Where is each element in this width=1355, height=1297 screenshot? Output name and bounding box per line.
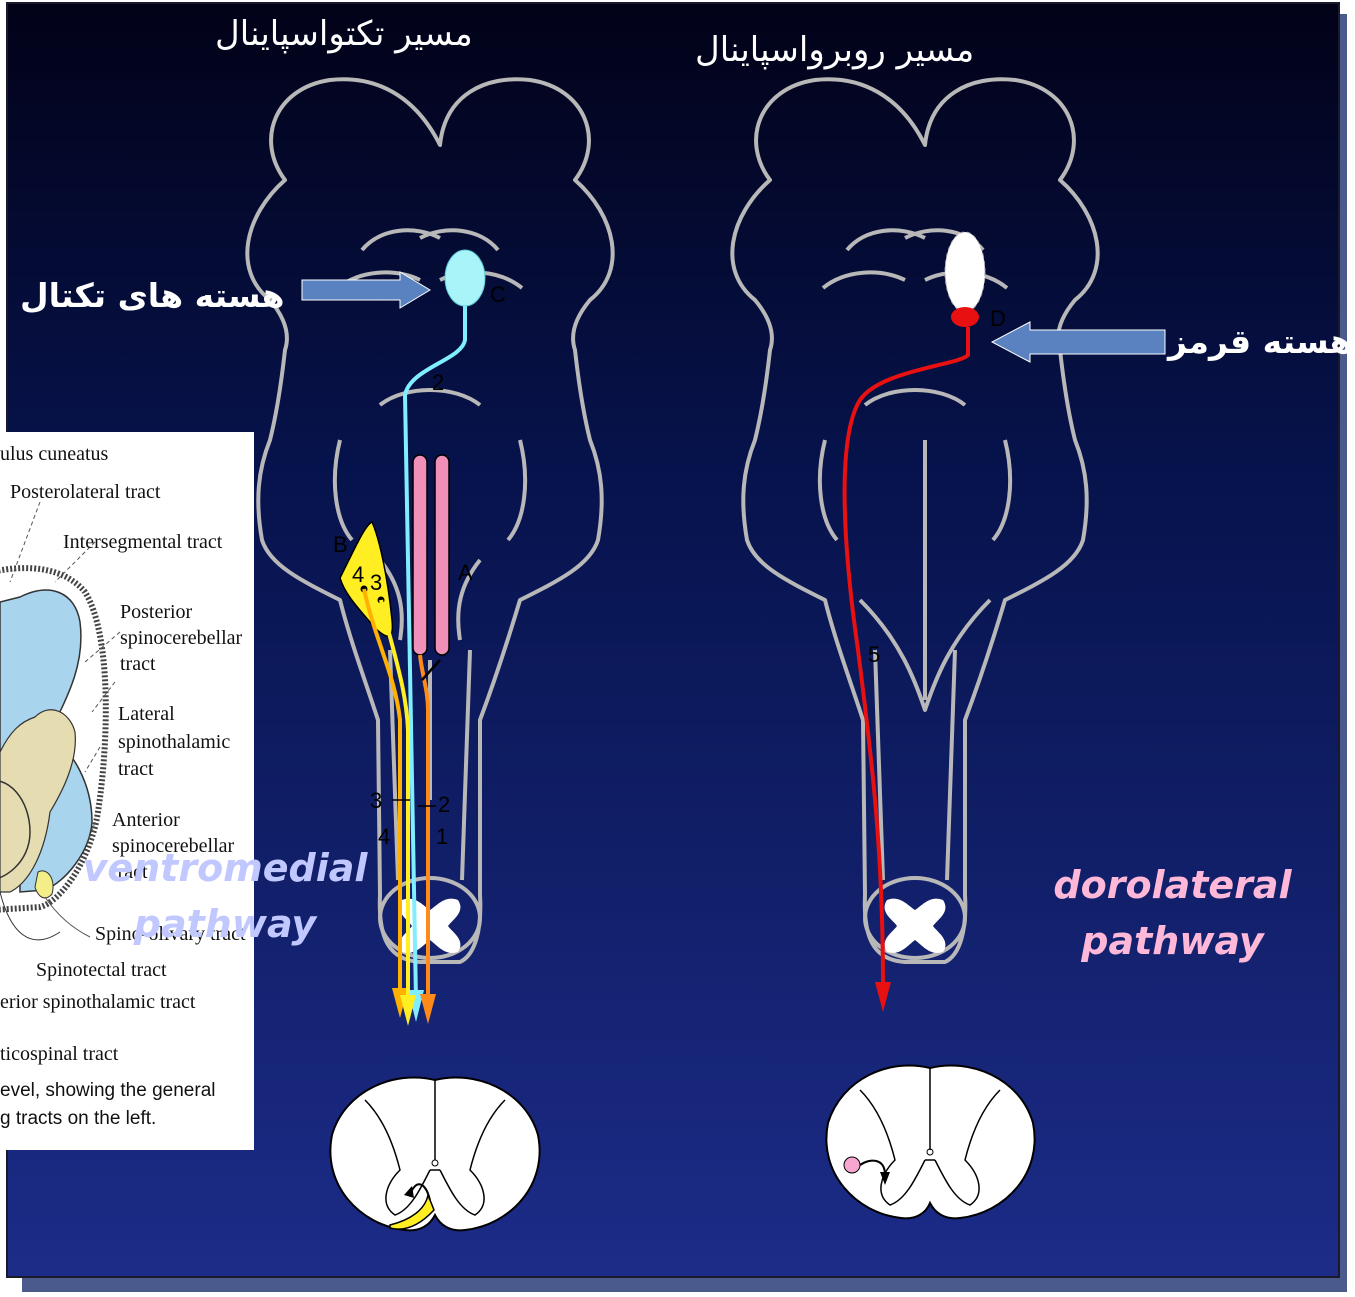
red-nucleus-pointer-arrow [992, 322, 1165, 362]
marker-c: C [490, 282, 506, 308]
inset-label-corticospinal: ticospinal tract [0, 1042, 118, 1066]
inset-label-intersegmental: Intersegmental tract [63, 530, 222, 554]
ventromedial-line2: pathway [80, 896, 370, 952]
inset-label-spinothalamic: spinothalamic [118, 730, 230, 754]
red-nucleus [951, 307, 979, 327]
marker-4-nucleus: 4 [352, 562, 364, 588]
marker-d: D [990, 306, 1006, 332]
label-red-nucleus: هسته قرمز [1168, 322, 1353, 361]
inset-label-tract-post: tract [120, 652, 156, 676]
inset-caption-line2: g tracts on the left. [0, 1108, 156, 1130]
marker-2-top: 2 [432, 370, 444, 396]
right-spinal-cross-section [826, 1065, 1034, 1218]
right-spinal-grey-matter [885, 899, 946, 953]
dorolateral-line2: pathway [1040, 913, 1305, 969]
label-tectal-nuclei: هسته های تکتال [20, 276, 285, 315]
marker-1: 1 [436, 824, 448, 850]
pink-tract-left [413, 455, 427, 655]
marker-a: A [458, 560, 473, 586]
dorolateral-line1: dorolateral [1040, 857, 1305, 913]
title-tectospinal: مسیر تکتواسپاینال [215, 14, 473, 54]
marker-2-lower: 2 [438, 792, 450, 818]
right-brainstem-outline [732, 79, 1097, 962]
marker-3-lower: 3 [370, 788, 382, 814]
inset-label-spinotectal: Spinotectal tract [36, 958, 167, 982]
inset-label-lateral: Lateral [118, 702, 175, 726]
inset-label-posterior: Posterior [120, 600, 192, 624]
left-spinal-cross-section [330, 1077, 539, 1230]
inset-label-tract-lat: tract [118, 757, 154, 781]
inset-figure: ulus cuneatus Posterolateral tract Inter… [0, 432, 254, 1150]
dorolateral-pathway-label: dorolateral pathway [1040, 857, 1305, 969]
tectospinal-tract [405, 306, 465, 1000]
tectal-nucleus [445, 250, 485, 306]
inset-caption-line1: evel, showing the general [0, 1080, 215, 1102]
inset-label-anterior-spinothalamic: erior spinothalamic tract [0, 990, 195, 1014]
red-nucleus-upper [945, 232, 985, 312]
rubrospinal-arrowhead [875, 982, 891, 1012]
ventromedial-line1: ventromedial [80, 840, 370, 896]
ventromedial-pathway-label: ventromedial pathway [80, 840, 370, 952]
marker-3-nucleus: 3 [370, 570, 382, 596]
inset-label-fasciculus-cuneatus: ulus cuneatus [0, 442, 108, 466]
inset-label-anterior: Anterior [112, 808, 180, 832]
pink-tract-right [435, 455, 449, 655]
title-rubrospinal: مسیر روبرواسپاینال [695, 30, 974, 70]
orange-tract-arrowhead [420, 994, 436, 1024]
inset-label-posterolateral: Posterolateral tract [10, 480, 161, 504]
marker-4-lower: 4 [378, 824, 390, 850]
inset-label-spinocerebellar-post: spinocerebellar [120, 626, 242, 650]
marker-b: B [333, 532, 348, 558]
marker-5: 5 [868, 642, 880, 668]
